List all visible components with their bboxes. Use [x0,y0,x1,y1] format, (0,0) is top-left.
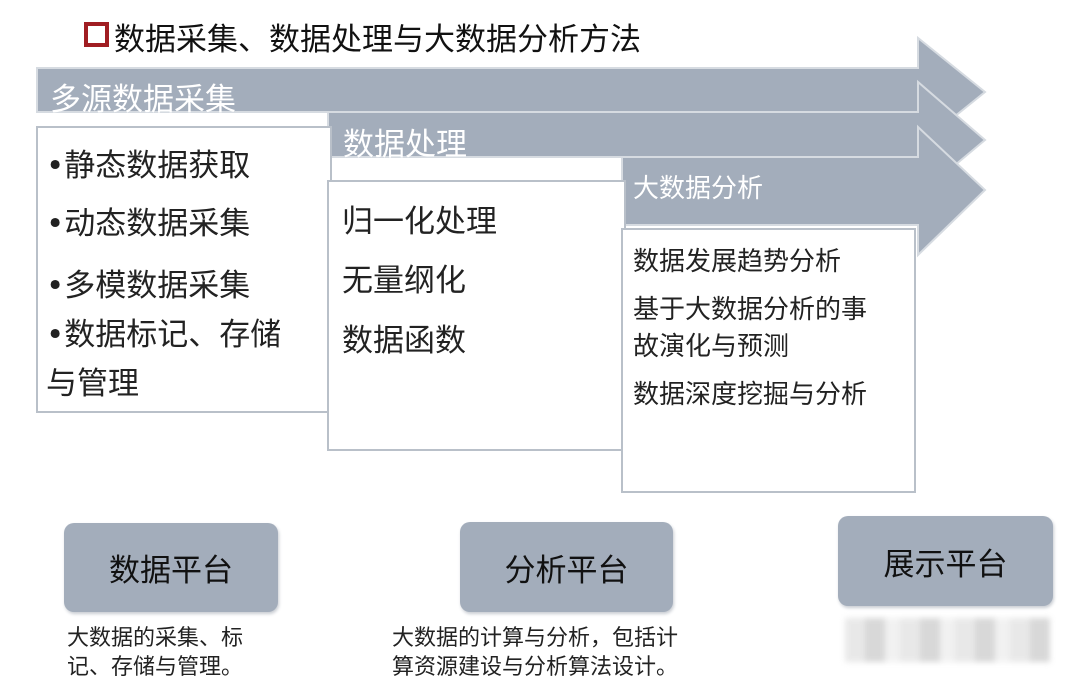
stage-3-item: 基于大数据分析的事 [633,295,868,325]
caption-line: 大数据的计算与分析，包括计 [392,626,679,651]
stage-1-item: 与管理 [46,366,139,402]
stage-1-item: •静态数据获取 [46,148,251,184]
platform-label: 展示平台 [883,546,1008,583]
stage-1-item: •动态数据采集 [46,206,251,242]
stage-3-box: 数据发展趋势分析 基于大数据分析的事 故演化与预测 数据深度挖掘与分析 [621,228,916,493]
stage-1-item: •数据标记、存储 [46,317,282,353]
caption-line: 算资源建设与分析算法设计。 [392,655,679,680]
caption-line: 记、存储与管理。 [67,655,244,680]
platform-label: 数据平台 [109,553,233,589]
stage-arrows [36,35,987,258]
platform-analysis: 分析平台 [460,522,673,612]
title-marker-icon [84,22,109,47]
platform-label: 分析平台 [504,552,629,589]
page-title: 数据采集、数据处理与大数据分析方法 [114,22,641,58]
stage-1-header: 多源数据采集 [50,82,236,118]
platform-data: 数据平台 [64,523,278,612]
stage-3-item: 故演化与预测 [633,332,790,362]
stage-2-box: 归一化处理 无量纲化 数据函数 [327,180,626,451]
platform-display: 展示平台 [838,516,1053,606]
blurred-watermark [845,618,1050,662]
arrow-stage-3 [621,124,987,258]
platform-data-caption: 大数据的采集、标 记、存储与管理。 [67,624,243,682]
stage-3-item: 数据深度挖掘与分析 [633,380,868,410]
stage-2-item: 数据函数 [342,323,466,359]
stage-1-item: •多模数据采集 [46,268,251,304]
stage-2-header: 数据处理 [343,127,467,163]
stage-1-box: •静态数据获取 •动态数据采集 •多模数据采集 •数据标记、存储 与管理 [36,126,332,413]
stage-3-header: 大数据分析 [633,174,764,204]
stage-2-item: 归一化处理 [342,204,497,240]
stage-2-item: 无量纲化 [342,263,466,299]
platform-analysis-caption: 大数据的计算与分析，包括计 算资源建设与分析算法设计。 [392,624,678,682]
stage-3-item: 数据发展趋势分析 [633,247,842,277]
caption-line: 大数据的采集、标 [67,626,244,651]
